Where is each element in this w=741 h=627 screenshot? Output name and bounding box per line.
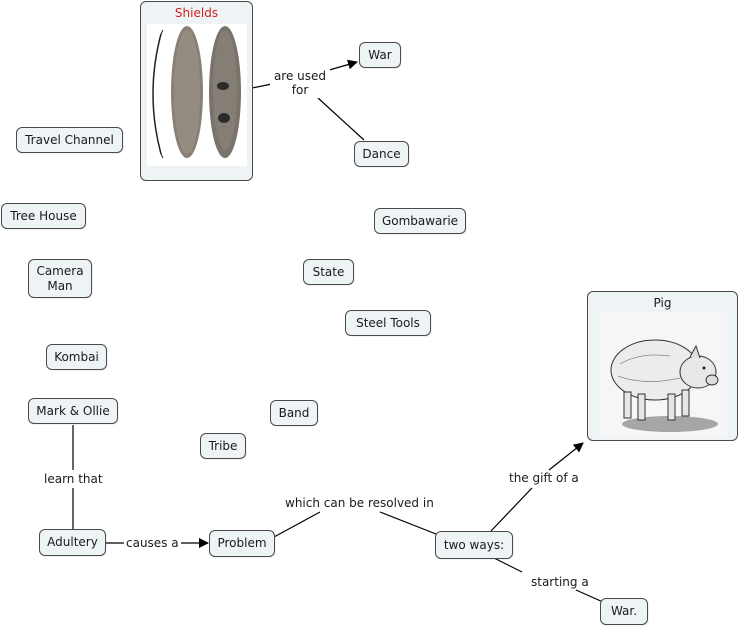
concept-camera-man[interactable]: Camera Man xyxy=(28,259,92,298)
concept-tribe[interactable]: Tribe xyxy=(200,433,246,459)
concept-dance[interactable]: Dance xyxy=(354,141,409,167)
concept-adultery[interactable]: Adultery xyxy=(39,529,106,556)
link-label-causes-a: causes a xyxy=(124,536,181,551)
concept-mark-ollie[interactable]: Mark & Ollie xyxy=(28,398,118,424)
pig-image xyxy=(600,312,727,438)
concept-state[interactable]: State xyxy=(303,259,354,285)
link-label-learn-that: learn that xyxy=(42,472,105,487)
concept-two-ways[interactable]: two ways: xyxy=(435,531,513,559)
link-label-are-used-for: are used for xyxy=(270,69,330,98)
concept-tree-house[interactable]: Tree House xyxy=(1,203,86,229)
shields-image-node[interactable]: Shields xyxy=(140,1,253,181)
link-resolved-twoways xyxy=(379,511,437,535)
concept-travel-channel[interactable]: Travel Channel xyxy=(16,127,123,153)
link-label-resolved-in: which can be resolved in xyxy=(283,496,436,511)
link-starting-war xyxy=(575,589,604,603)
concept-steel-tools[interactable]: Steel Tools xyxy=(345,310,431,336)
link-twoways-gift xyxy=(490,487,533,532)
concept-problem[interactable]: Problem xyxy=(209,530,275,557)
link-label-starting-a: starting a xyxy=(529,575,591,590)
concept-kombai[interactable]: Kombai xyxy=(46,344,107,370)
link-twoways-starting xyxy=(491,556,523,573)
link-shields-used xyxy=(251,83,273,89)
concept-war-bottom[interactable]: War. xyxy=(600,598,648,625)
link-problem-resolved xyxy=(273,511,321,538)
shields-image xyxy=(147,24,247,166)
pig-image-node[interactable]: Pig xyxy=(587,291,738,441)
concept-band[interactable]: Band xyxy=(270,400,318,426)
link-gift-pig xyxy=(548,442,584,471)
concept-war-top[interactable]: War xyxy=(359,42,401,68)
link-used-dance xyxy=(317,97,365,141)
link-label-gift-of-a: the gift of a xyxy=(507,471,581,486)
shields-title: Shields xyxy=(174,6,219,20)
pig-title: Pig xyxy=(653,296,672,310)
concept-gombawarie[interactable]: Gombawarie xyxy=(374,208,466,234)
